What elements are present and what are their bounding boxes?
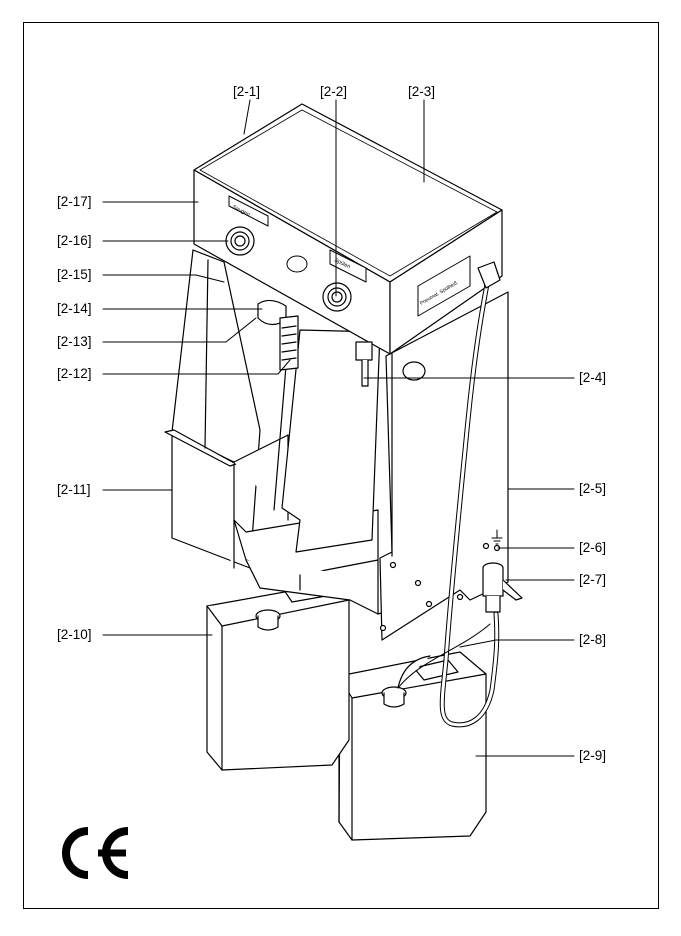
label-2-3: [2-3]	[408, 85, 435, 99]
label-2-9: [2-9]	[579, 749, 606, 763]
label-2-13: [2-13]	[57, 335, 92, 349]
label-2-10: [2-10]	[57, 628, 92, 642]
knob-mid-icon	[323, 283, 351, 311]
label-2-12: [2-12]	[57, 367, 92, 381]
bellows-nozzle	[258, 300, 298, 370]
left-tray	[165, 250, 288, 568]
knob-left-icon	[226, 227, 254, 255]
label-2-4: [2-4]	[579, 371, 606, 385]
label-2-2: [2-2]	[320, 85, 347, 99]
label-2-6: [2-6]	[579, 541, 606, 555]
label-2-15: [2-15]	[57, 268, 92, 282]
label-2-5: [2-5]	[579, 482, 606, 496]
label-2-8: [2-8]	[579, 633, 606, 647]
label-2-7: [2-7]	[579, 573, 606, 587]
quick-coupling	[483, 563, 522, 612]
label-2-14: [2-14]	[57, 302, 92, 316]
label-2-11: [2-11]	[57, 483, 91, 497]
label-2-16: [2-16]	[57, 234, 92, 248]
right-canister	[339, 652, 486, 840]
left-canister	[207, 584, 349, 770]
label-2-1: [2-1]	[233, 85, 260, 99]
ce-mark-icon	[50, 826, 132, 880]
label-2-17: [2-17]	[57, 195, 92, 209]
